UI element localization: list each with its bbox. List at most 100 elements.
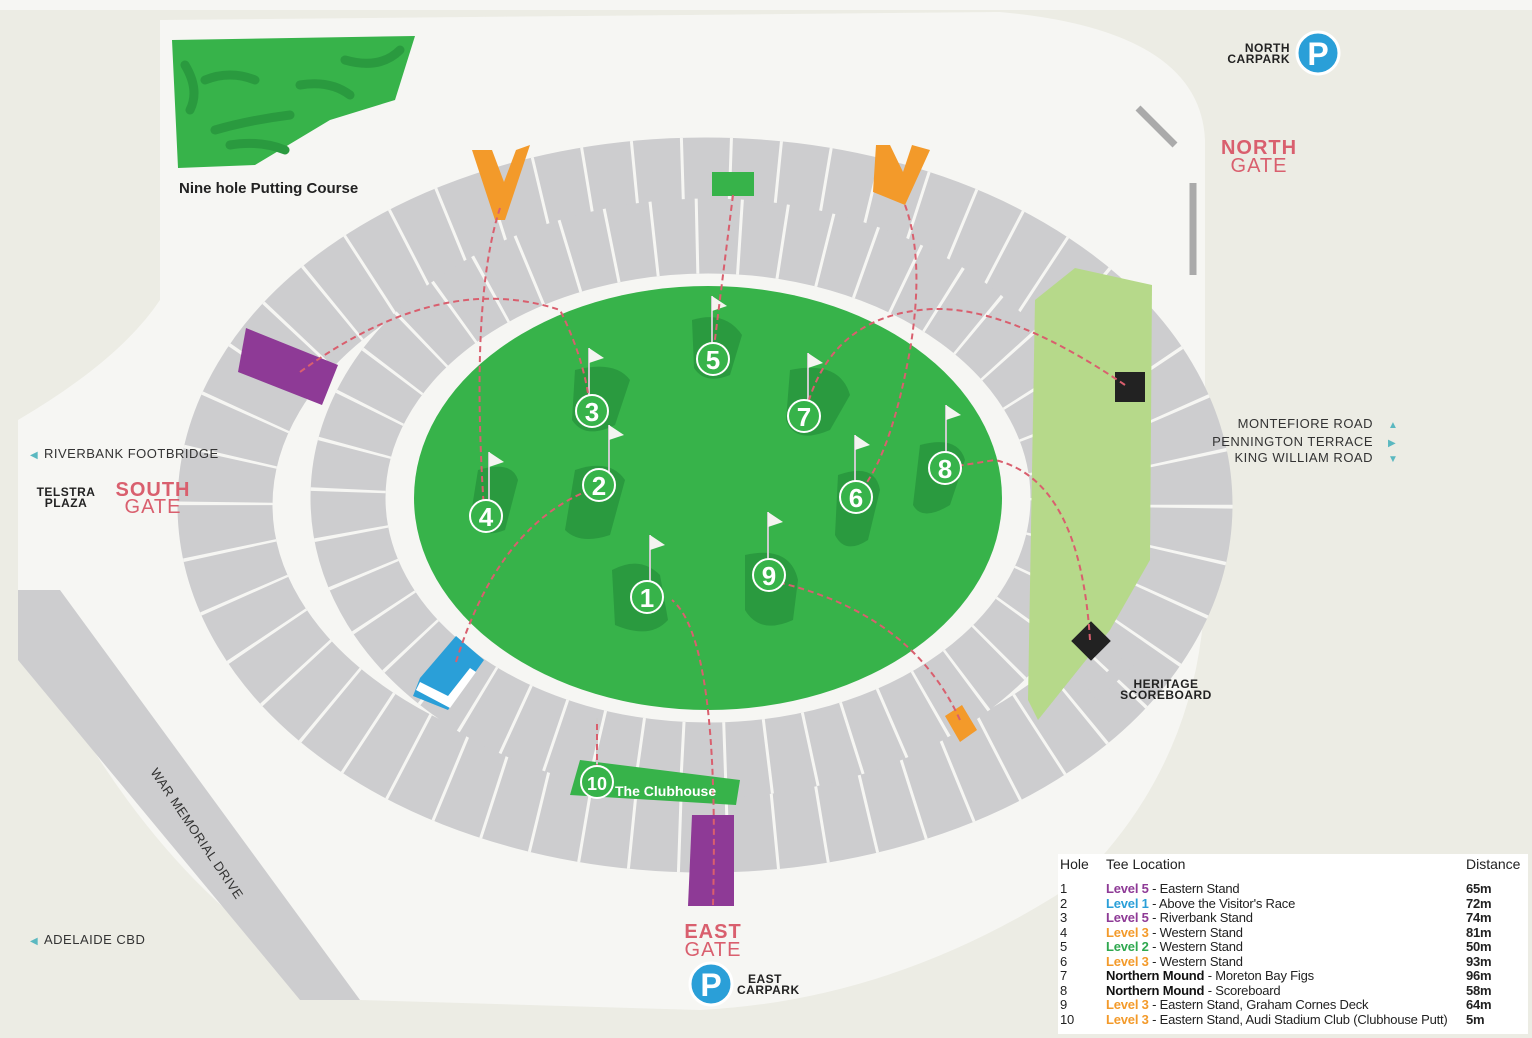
legend-level: Level 5 [1106, 911, 1149, 925]
putt-routes [299, 194, 1126, 906]
legend-header-tee: Tee Location [1106, 856, 1186, 872]
hole-6-marker[interactable] [839, 480, 873, 514]
legend-level: Level 5 [1106, 882, 1149, 896]
legend-tee: Level 2 - Western Stand [1106, 940, 1466, 955]
legend-hole: 8 [1060, 982, 1068, 998]
legend-tee: Level 3 - Eastern Stand, Audi Stadium Cl… [1106, 1013, 1466, 1028]
legend-tee: Level 3 - Western Stand [1106, 926, 1466, 941]
hole-2-marker[interactable] [582, 468, 616, 502]
adelaide-cbd-label: ADELAIDE CBD [44, 932, 145, 947]
hole-9-marker[interactable] [752, 558, 786, 592]
legend-hole: 5 [1060, 939, 1068, 954]
road-king-william: KING WILLIAM ROAD [1234, 450, 1373, 465]
legend-hole: 9 [1060, 997, 1068, 1012]
legend-distance: 93m [1466, 953, 1492, 969]
north-gate-label-2: GATE [1231, 155, 1288, 177]
east-carpark-label-1: EAST [748, 972, 782, 986]
putting-course-label: Nine hole Putting Course [179, 180, 358, 197]
heritage-scoreboard-label-2: SCOREBOARD [1120, 688, 1212, 702]
hole-8-number: 8 [938, 454, 952, 484]
north-carpark-icon[interactable] [1295, 30, 1341, 76]
legend-place: - Eastern Stand [1148, 882, 1240, 896]
legend-distance: 65m [1466, 881, 1492, 896]
riverbank-footbridge-label: RIVERBANK FOOTBRIDGE [44, 446, 219, 461]
legend-hole: 10 [1060, 1011, 1075, 1027]
east-gate-label-1: EAST [684, 921, 741, 943]
pennington-arrow-icon: ▶ [1388, 438, 1396, 449]
war-memorial-drive-road [18, 590, 360, 1000]
telstra-plaza-label-2: PLAZA [45, 496, 88, 510]
adelaide-cbd-arrow-icon: ◀ [30, 936, 38, 947]
east-carpark-icon[interactable] [688, 961, 734, 1007]
telstra-plaza-label-1: TELSTRA [37, 485, 96, 499]
legend-level: Level 3 [1106, 1012, 1149, 1027]
legend-row: 10 Level 3 - Eastern Stand, Audi Stadium … [1058, 1011, 1528, 1028]
hole-5-marker[interactable] [696, 342, 730, 376]
hole-9-tee-box [945, 705, 977, 742]
hole-10-number: 10 [587, 774, 607, 794]
north-gate-barrier [1135, 105, 1178, 148]
legend-distance: 64m [1466, 997, 1492, 1012]
legend-hole: 4 [1060, 924, 1068, 940]
hole-6-number: 6 [849, 483, 863, 513]
legend-distance: 50m [1466, 939, 1492, 954]
legend-tee: Level 1 - Above the Visitor's Race [1106, 897, 1466, 912]
legend-tee: Level 5 - Riverbank Stand [1106, 911, 1466, 926]
riverbank-arrow-icon: ◀ [30, 450, 38, 461]
legend-tee: Northern Mound - Scoreboard [1106, 984, 1466, 999]
legend-distance: 74m [1466, 910, 1492, 925]
legend-tee: Northern Mound - Moreton Bay Figs [1106, 969, 1466, 984]
legend-distance: 81m [1466, 924, 1492, 940]
legend-distance: 72m [1466, 895, 1492, 911]
legend-place: - Eastern Stand, Graham Cornes Deck [1148, 998, 1369, 1012]
legend-level: Northern Mound [1106, 969, 1205, 983]
legend-level: Northern Mound [1106, 983, 1205, 998]
legend-place: - Riverbank Stand [1148, 911, 1253, 925]
legend-place: - Eastern Stand, Audi Stadium Club (Club… [1148, 1012, 1448, 1027]
hole-6-tee-box [873, 145, 930, 205]
legend-level: Level 3 [1106, 925, 1149, 940]
north-carpark-label-1: NORTH [1245, 41, 1290, 55]
legend-level: Level 2 [1106, 940, 1149, 954]
east-gate-label-2: GATE [685, 939, 742, 961]
clubhouse-area [570, 760, 740, 805]
legend-hole: 7 [1060, 968, 1068, 983]
putting-course-paths [180, 45, 405, 155]
king-william-arrow-icon: ▼ [1388, 454, 1398, 465]
heritage-scoreboard-label-1: HERITAGE [1133, 677, 1198, 691]
east-carpark-label-2: CARPARK [737, 983, 800, 997]
hole-numbers: 1 2 3 4 5 6 7 8 9 10 [469, 342, 962, 799]
hole-7-tee-marker [1071, 621, 1111, 661]
hole-1-tee-box [688, 815, 734, 906]
heritage-scoreboard-shape [1088, 643, 1147, 700]
south-gate-label-1: SOUTH [116, 479, 191, 501]
hole-3-marker[interactable] [575, 394, 609, 428]
hole-flags [488, 296, 961, 770]
hole-7-number: 7 [797, 402, 811, 432]
hole-10-marker[interactable] [580, 765, 614, 799]
legend-tee: Level 5 - Eastern Stand [1106, 882, 1466, 897]
hole-8-marker[interactable] [928, 451, 962, 485]
hole-3-tee-box [238, 328, 338, 405]
south-gate-label-2: GATE [125, 496, 182, 518]
hole-9-number: 9 [762, 561, 776, 591]
legend-hole: 2 [1060, 895, 1068, 911]
legend-hole: 1 [1060, 881, 1068, 896]
legend-header: Hole Tee Location Distance [1058, 854, 1528, 872]
hole-1-marker[interactable] [630, 580, 664, 614]
hole-1-number: 1 [640, 583, 654, 613]
hole-4-marker[interactable] [469, 499, 503, 533]
hole-7-marker[interactable] [787, 399, 821, 433]
legend-place: - Western Stand [1148, 954, 1243, 969]
hole-5-tee-box [712, 172, 754, 196]
legend-place: - Western Stand [1148, 925, 1243, 940]
road-pennington: PENNINGTON TERRACE [1212, 434, 1373, 449]
